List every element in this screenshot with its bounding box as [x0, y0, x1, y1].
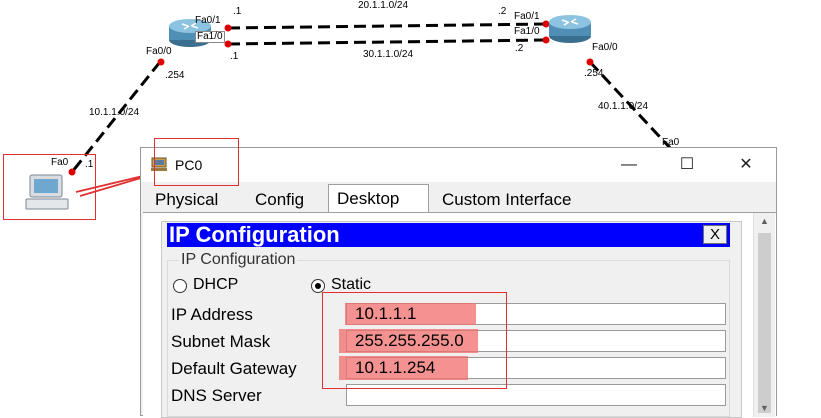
link-label-10: 10.1.1.0/24 — [89, 107, 140, 118]
ip-config-close-button[interactable]: X — [703, 225, 727, 244]
link-10-1-1-0 — [70, 61, 162, 173]
subnet-mask-input[interactable]: 255.255.255.0 — [339, 329, 726, 353]
annotation-box-pc — [3, 154, 96, 220]
ip-config-header: IP Configuration X — [167, 223, 730, 247]
link-label-30: 30.1.1.0/24 — [363, 49, 414, 60]
scroll-up-icon[interactable]: ▲ — [760, 216, 769, 226]
router-left-ip-fa0-1: .1 — [233, 6, 242, 17]
link-dot — [224, 40, 232, 48]
ip-address-highlight — [345, 303, 476, 325]
link-label-20: 20.1.1.0/24 — [358, 0, 409, 11]
dhcp-label[interactable]: DHCP — [193, 276, 239, 293]
link-20-1-1-0 — [227, 22, 549, 30]
router-right-ip-fa1-0: .2 — [515, 43, 524, 54]
link-dot — [542, 20, 550, 28]
tab-physical[interactable]: Physical — [155, 190, 219, 209]
pc-icon — [25, 174, 69, 210]
ip-address-value: 10.1.1.1 — [355, 304, 417, 323]
tab-config[interactable]: Config — [255, 190, 305, 209]
ip-address-label: IP Address — [171, 305, 253, 324]
window-title: PC0 — [175, 157, 203, 173]
link-dot — [157, 58, 165, 66]
pc-ip-fa0: .1 — [85, 159, 94, 170]
annotation-box-title — [154, 138, 239, 186]
dhcp-radio[interactable] — [173, 279, 187, 293]
router-left-if-fa0-0: Fa0/0 — [146, 46, 172, 57]
router-right-ip-fa0-1: .2 — [498, 6, 507, 17]
default-gateway-highlight — [339, 356, 468, 380]
window-titlebar[interactable]: PC0 — ☐ ✕ — [141, 148, 776, 182]
link-label-40: 40.1.1.0/24 — [598, 101, 649, 112]
subnet-mask-label: Subnet Mask — [171, 332, 271, 351]
router-right-if-fa0-1: Fa0/1 — [514, 11, 540, 22]
default-gateway-input[interactable]: 10.1.1.254 — [339, 356, 726, 380]
router-left-ip-fa0-0: .254 — [165, 70, 185, 81]
default-gateway-label: Default Gateway — [171, 359, 297, 378]
link-dot — [542, 36, 550, 44]
tab-desktop[interactable]: Desktop — [328, 184, 429, 212]
router-left-if-fa0-1: Fa0/1 — [195, 15, 221, 26]
router-left-if-fa1-0: Fa1/0 — [195, 31, 225, 43]
scrollbar[interactable]: ▲ ▼ — [753, 213, 775, 417]
pc-window-icon — [151, 157, 167, 171]
router-right-icon — [549, 15, 591, 43]
maximize-button[interactable]: ☐ — [679, 156, 695, 173]
minimize-button[interactable]: — — [621, 156, 637, 173]
static-label[interactable]: Static — [331, 276, 372, 293]
link-30-1-1-0 — [227, 38, 549, 46]
link-dot — [586, 58, 594, 66]
router-right-if-fa1-0: Fa1/0 — [514, 26, 540, 37]
router-left-ip-fa1-0: .1 — [230, 51, 239, 62]
link-dot — [68, 168, 76, 176]
subnet-mask-value: 255.255.255.0 — [355, 331, 464, 350]
scroll-down-icon[interactable]: ▼ — [760, 403, 769, 413]
pc0-window: PC0 — ☐ ✕ Physical Config Desktop Custom… — [140, 147, 777, 418]
dns-server-label: DNS Server — [171, 386, 262, 405]
router-right-if-fa0-0: Fa0/0 — [592, 42, 618, 53]
scroll-thumb[interactable] — [758, 233, 771, 413]
router-right-ip-fa0-0: .254 — [584, 68, 604, 79]
tab-bar: Physical Config Desktop Custom Interface — [141, 184, 776, 212]
ip-config-group-legend: IP Configuration — [179, 251, 298, 269]
ip-address-input[interactable]: 10.1.1.1 — [345, 303, 726, 325]
annotation-box-fields — [322, 292, 507, 389]
link-dot — [224, 24, 232, 32]
right-edge-if-label: Fa0 — [662, 137, 680, 148]
subnet-mask-highlight — [339, 329, 478, 353]
link-40-1-1-0 — [588, 60, 674, 152]
tab-custom-interface[interactable]: Custom Interface — [442, 190, 572, 209]
pc-if-fa0: Fa0 — [51, 157, 69, 168]
static-radio[interactable] — [311, 279, 325, 293]
dns-server-input[interactable] — [346, 384, 726, 406]
close-button[interactable]: ✕ — [739, 156, 753, 173]
default-gateway-value: 10.1.1.254 — [355, 358, 436, 377]
ip-config-title: IP Configuration — [169, 222, 340, 247]
